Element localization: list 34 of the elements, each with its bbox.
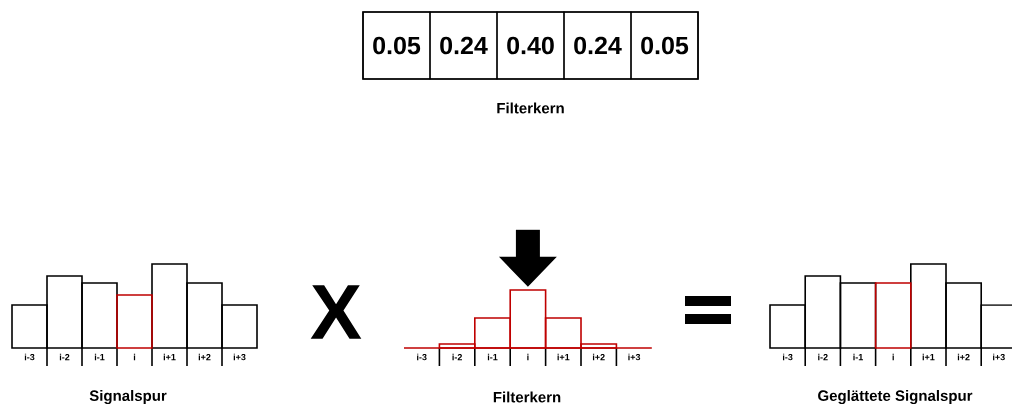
bin-label: i+3 [628,353,641,361]
bin-label: i-1 [853,353,863,361]
table-cell: 0.40 [496,11,565,80]
bin-label: i-2 [452,353,462,361]
bin-label: i+1 [557,353,570,361]
bin-label: i-3 [24,353,35,361]
bin-label: i+3 [993,353,1005,361]
bin-label: i-1 [94,353,105,361]
bin-label: i+2 [198,353,211,361]
table-cell: 0.24 [429,11,498,80]
bin-label: i-3 [417,353,427,361]
table-caption: Filterkern [497,102,564,114]
histogram-drawing [403,289,653,367]
bin-label: i [892,353,894,361]
bin-label: i+1 [163,353,176,361]
bin-label: i-2 [818,353,828,361]
bin-label: i [527,353,529,361]
bin-label: i-1 [487,353,498,361]
chart-caption: Signalspur [89,390,167,405]
bin-label: i+2 [957,353,970,361]
bin-label: i-3 [783,353,793,361]
histogram-drawing [769,263,1012,367]
times-sign: X [310,285,362,339]
bin-label: i+1 [922,353,935,361]
chart-caption: Filterkern [493,391,561,403]
table-cell: 0.05 [630,11,699,80]
bin-label: i [133,353,136,361]
bin-label: i+2 [592,353,605,361]
chart-caption: Geglättete Signalspur [818,390,973,405]
bin-label: i-2 [59,353,70,361]
bin-label: i+3 [233,353,246,361]
histogram-drawing [11,263,258,367]
table-cell: 0.24 [563,11,632,80]
table-cell: 0.05 [362,11,431,80]
